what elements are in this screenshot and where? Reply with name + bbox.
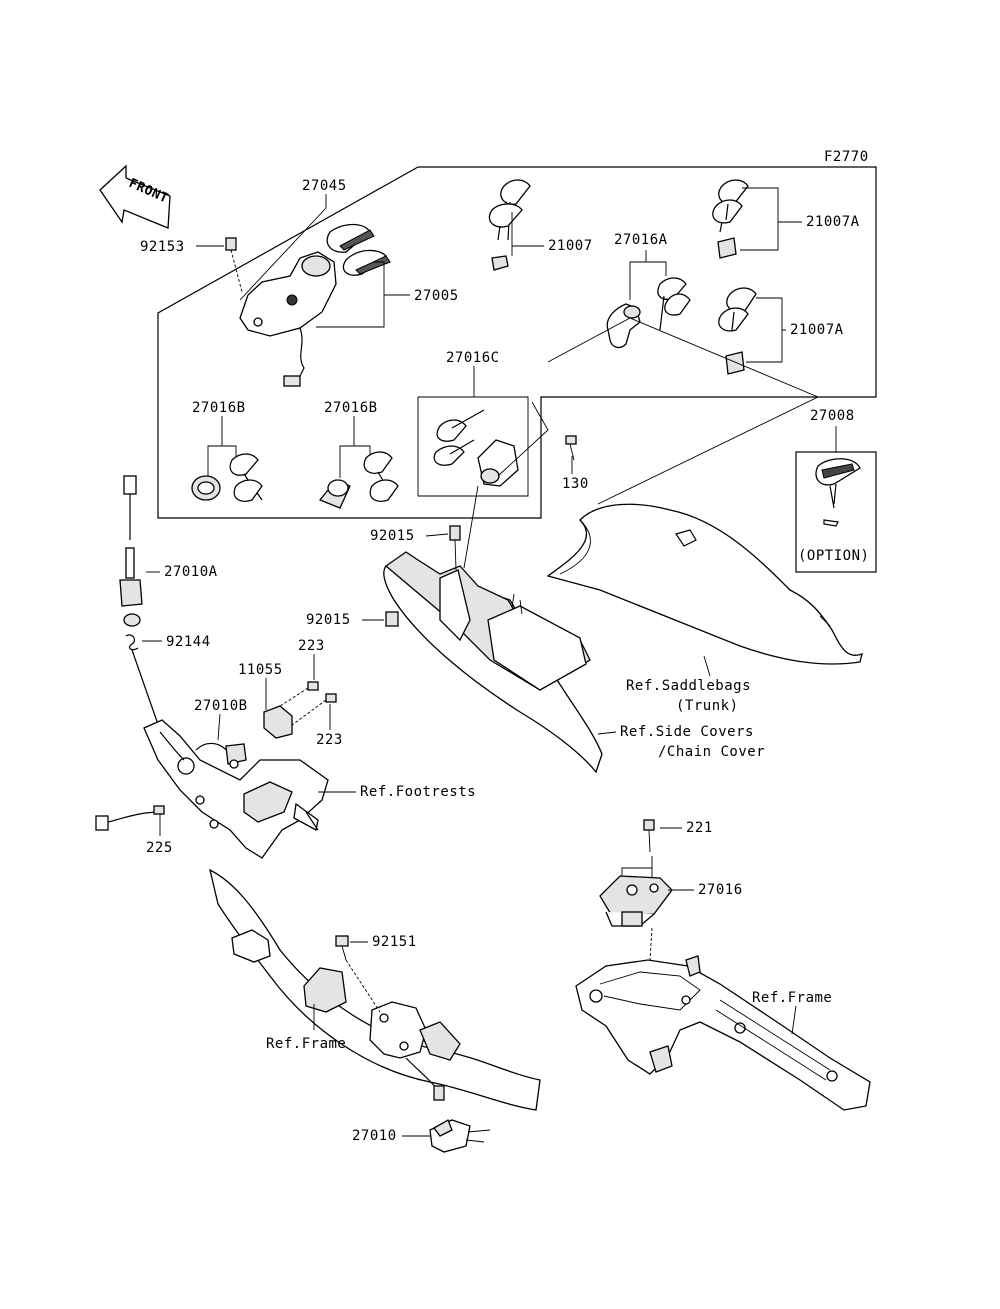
lock-27016C xyxy=(433,409,519,487)
ref-side-covers-2: /Chain Cover xyxy=(658,744,765,760)
bolt-92153 xyxy=(225,237,243,293)
option-box xyxy=(795,451,877,573)
ref-saddlebags-2: (Trunk) xyxy=(676,698,739,714)
lock-plate-27016 xyxy=(599,875,673,927)
box-27016C xyxy=(417,396,529,497)
label-92015-top: 92015 xyxy=(370,528,415,544)
label-27016: 27016 xyxy=(698,882,743,898)
switch-27010 xyxy=(405,1057,491,1153)
spring-92144 xyxy=(125,634,161,731)
switch-27010A xyxy=(119,475,143,627)
label-27010: 27010 xyxy=(352,1128,397,1144)
bolt-223-top xyxy=(307,681,319,691)
label-27045: 27045 xyxy=(302,178,347,194)
label-11055: 11055 xyxy=(238,662,283,678)
bolt-92151 xyxy=(335,935,381,1013)
lock-27016B-left xyxy=(191,453,263,502)
bracket-11055 xyxy=(263,705,293,739)
screw-130 xyxy=(565,435,577,461)
ref-frame-right: Ref.Frame xyxy=(752,990,832,1006)
key-pair-27005 xyxy=(326,223,391,276)
label-27016A: 27016A xyxy=(614,232,668,248)
lock-27016A xyxy=(606,277,691,349)
label-223-top: 223 xyxy=(298,638,325,654)
key-set-21007 xyxy=(488,179,531,271)
clip-92015-top xyxy=(449,525,461,541)
bolt-223-bottom xyxy=(325,693,337,703)
ref-side-covers-1: Ref.Side Covers xyxy=(620,724,754,740)
label-21007A-top: 21007A xyxy=(806,214,860,230)
label-27016B-right: 27016B xyxy=(324,400,378,416)
ref-saddlebags-1: Ref.Saddlebags xyxy=(626,678,751,694)
clip-92015-bottom xyxy=(385,611,399,627)
wire-harness xyxy=(95,731,185,831)
label-92144: 92144 xyxy=(166,634,211,650)
key-27008 xyxy=(815,458,861,527)
switch-27010B xyxy=(195,742,247,765)
label-27010A: 27010A xyxy=(164,564,218,580)
label-option: (OPTION) xyxy=(798,548,869,564)
label-27008: 27008 xyxy=(810,408,855,424)
side-cover xyxy=(383,551,603,774)
label-27016C: 27016C xyxy=(446,350,500,366)
ignition-switch-27005 xyxy=(239,251,337,387)
rear-frame xyxy=(575,955,871,1111)
main-frame xyxy=(209,868,541,1111)
front-arrow-icon: FRONT xyxy=(99,164,171,229)
label-225: 225 xyxy=(146,840,173,856)
lock-27016B-right xyxy=(318,451,399,509)
figure-code: F2770 xyxy=(824,149,869,165)
footrest-bracket xyxy=(143,719,329,859)
label-130: 130 xyxy=(562,476,589,492)
ref-frame-left: Ref.Frame xyxy=(266,1036,346,1052)
key-set-21007A-bottom xyxy=(718,287,757,375)
label-223-bottom: 223 xyxy=(316,732,343,748)
label-92153: 92153 xyxy=(140,239,185,255)
label-27005: 27005 xyxy=(414,288,459,304)
saddlebag-trunk xyxy=(546,503,863,665)
label-92015-bottom: 92015 xyxy=(306,612,351,628)
screw-221 xyxy=(643,819,655,853)
label-21007A-bottom: 21007A xyxy=(790,322,844,338)
label-221: 221 xyxy=(686,820,713,836)
label-92151: 92151 xyxy=(372,934,417,950)
key-set-21007A-top xyxy=(712,179,749,259)
label-27016B-left: 27016B xyxy=(192,400,246,416)
label-27010B: 27010B xyxy=(194,698,248,714)
ref-footrests: Ref.Footrests xyxy=(360,784,476,800)
label-21007: 21007 xyxy=(548,238,593,254)
group-outline xyxy=(157,166,877,519)
